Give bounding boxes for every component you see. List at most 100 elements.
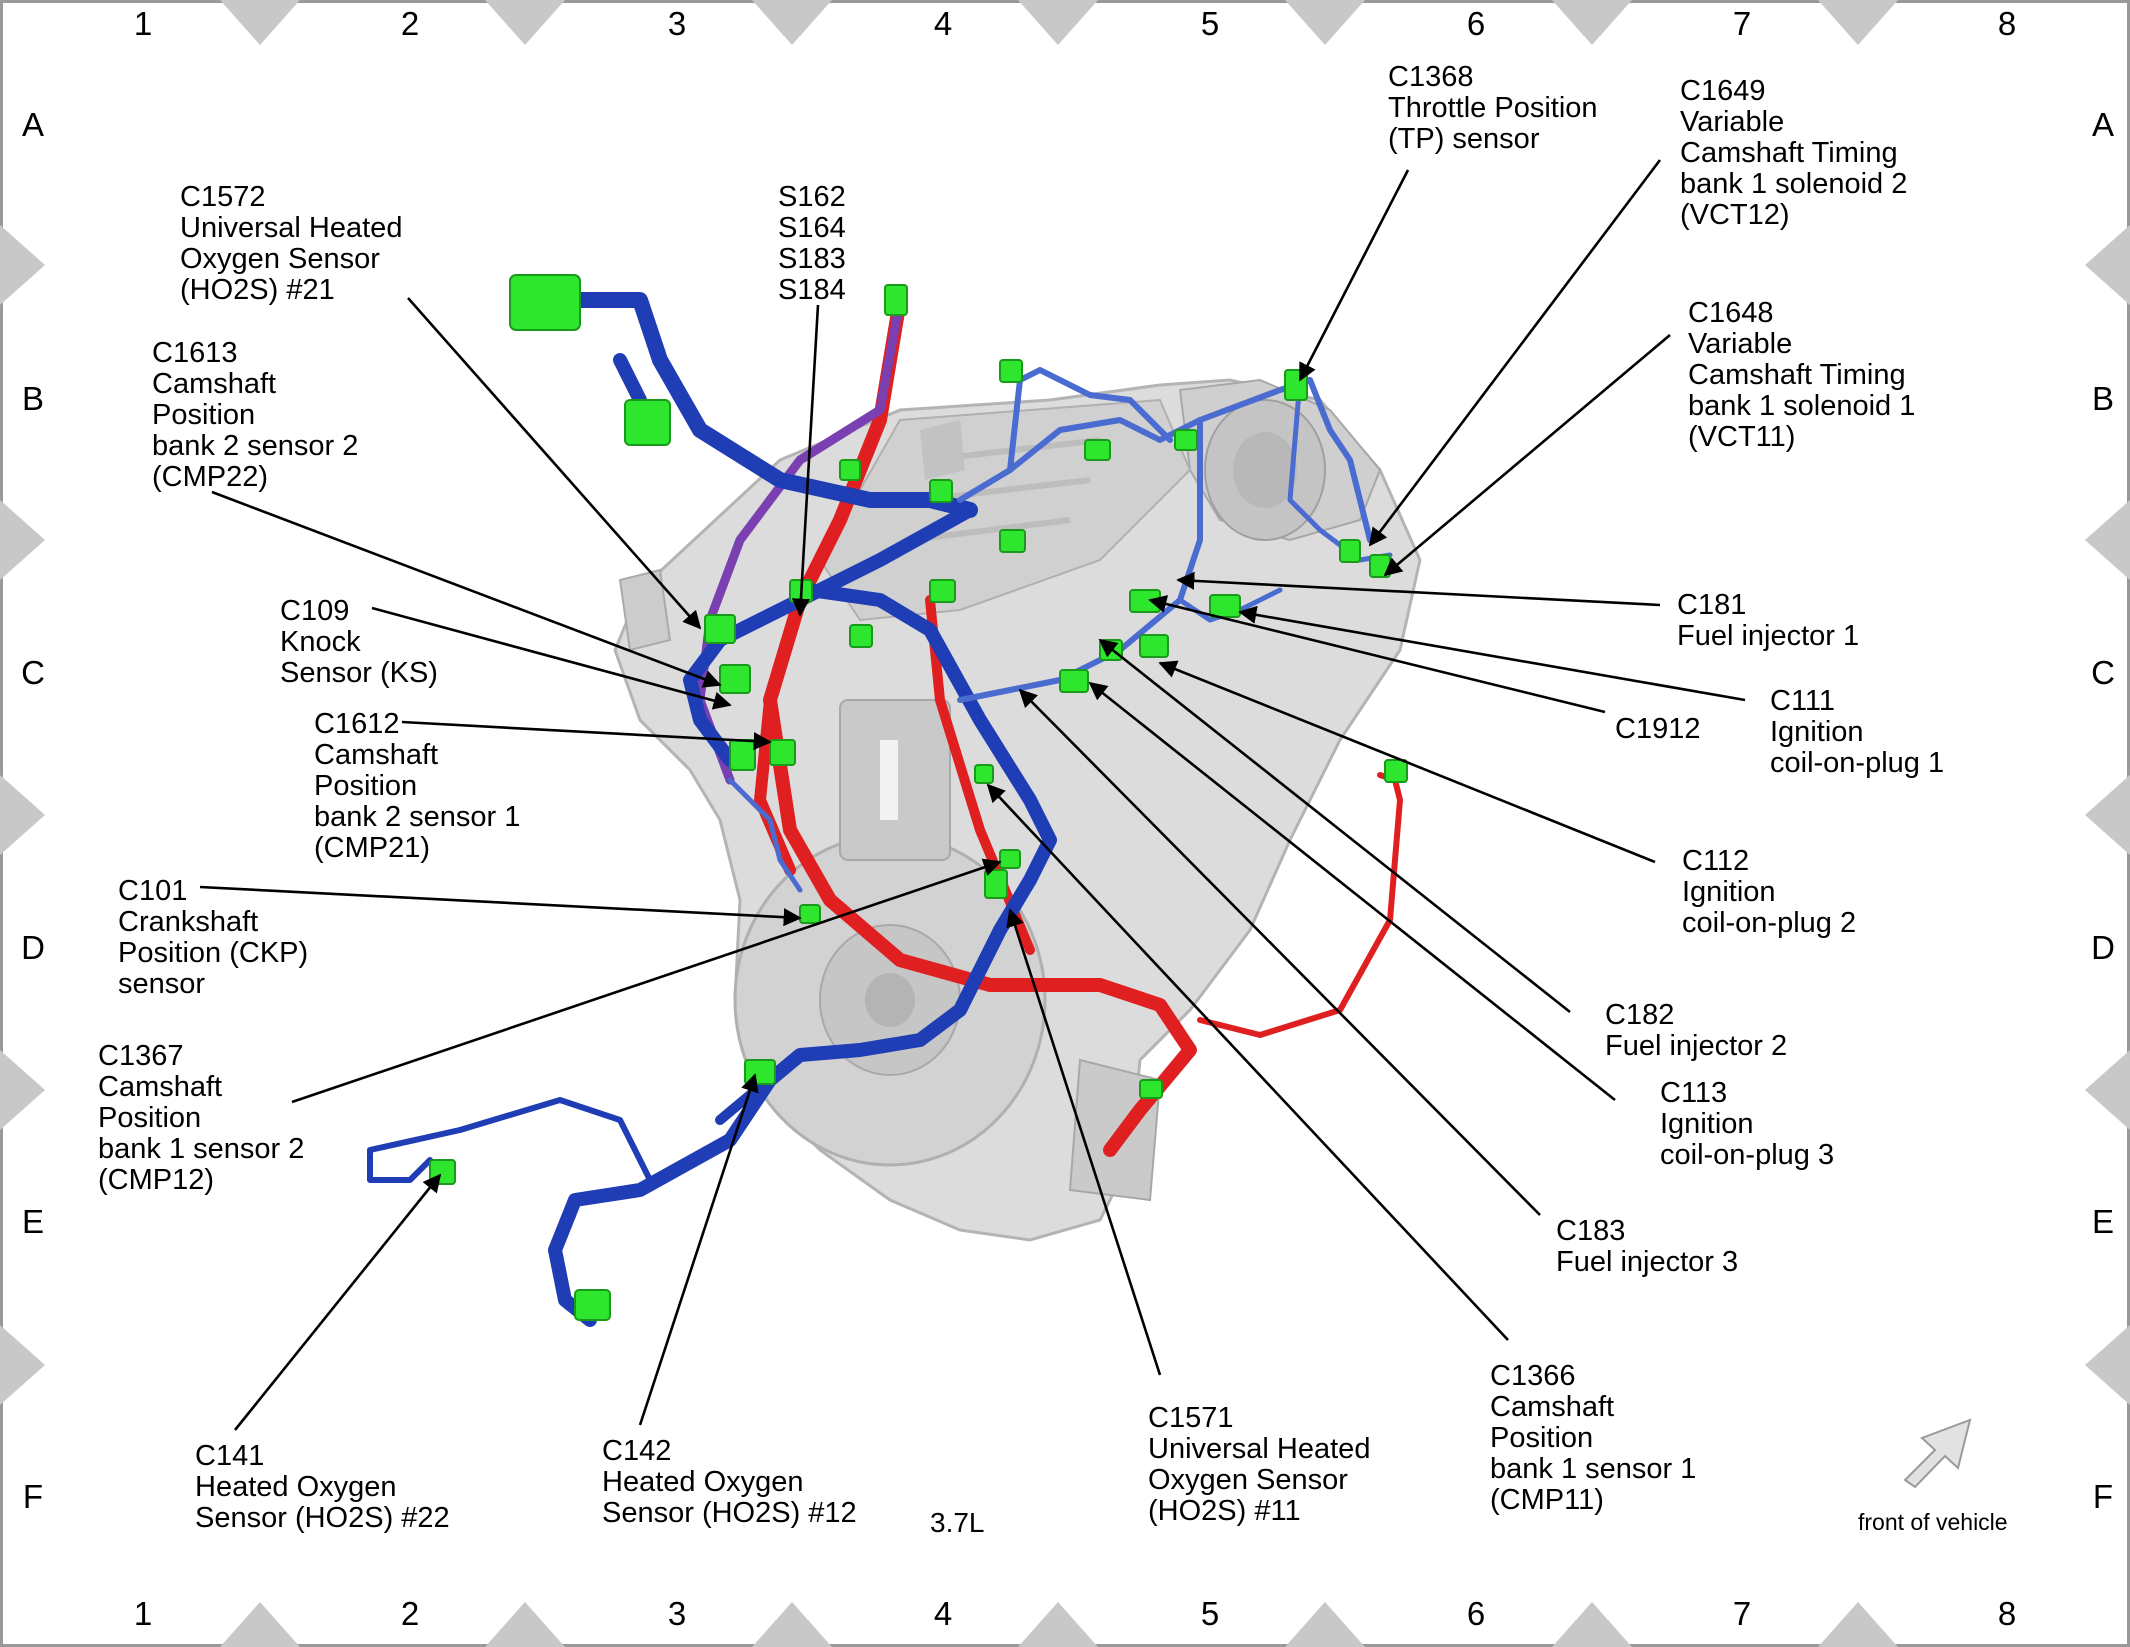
grid-row-label-right: A bbox=[2092, 106, 2114, 143]
leader-lines bbox=[199, 159, 1746, 1431]
callout-description-line: coil-on-plug 2 bbox=[1682, 907, 1856, 939]
harness-connectors bbox=[429, 274, 1408, 1321]
callout-description-line: Ignition bbox=[1660, 1108, 1754, 1140]
callout-description-line: Fuel injector 3 bbox=[1556, 1246, 1738, 1278]
callout-description-line: Position (CKP) bbox=[118, 937, 308, 969]
callout-description-line: bank 1 solenoid 2 bbox=[1680, 168, 1907, 200]
grid-row-label-left: B bbox=[22, 380, 44, 417]
callout-description-line: Ignition bbox=[1682, 876, 1776, 908]
callout-connector-id: C113 bbox=[1660, 1077, 1727, 1109]
connector-block bbox=[999, 359, 1023, 383]
callout-connector-id: C1648 bbox=[1688, 297, 1773, 329]
callout-connector-id: C109 bbox=[280, 595, 349, 627]
connector-block bbox=[729, 739, 756, 771]
callout-description-line: bank 1 solenoid 1 bbox=[1688, 390, 1915, 422]
connector-block bbox=[1209, 594, 1241, 618]
grid-row-label-left: E bbox=[22, 1203, 44, 1240]
callout-description-line: bank 1 sensor 1 bbox=[1490, 1453, 1696, 1485]
connector-block bbox=[744, 1059, 776, 1085]
grid-column-label-top: 5 bbox=[1201, 5, 1219, 42]
callout-description-line: (HO2S) #11 bbox=[1148, 1495, 1301, 1527]
connector-block bbox=[574, 1289, 611, 1321]
callout-description-line: Position bbox=[152, 399, 255, 431]
callout-description-line: Universal Heated bbox=[180, 212, 402, 244]
callout-description-line: Position bbox=[314, 770, 417, 802]
callout-connector-id: S162 bbox=[778, 181, 846, 213]
callout-connector-id: C1571 bbox=[1148, 1402, 1233, 1434]
callout-description-line: Position bbox=[1490, 1422, 1593, 1454]
connector-block bbox=[884, 284, 908, 316]
grid-column-label-bottom: 1 bbox=[134, 1595, 152, 1632]
callout-description-line: (VCT12) bbox=[1680, 199, 1790, 231]
connector-block bbox=[849, 624, 873, 648]
callout-description-line: S184 bbox=[778, 274, 846, 306]
callout-c1912: C1912 bbox=[1615, 713, 1700, 745]
callout-connector-id: C1366 bbox=[1490, 1360, 1575, 1392]
front-of-vehicle-label: front of vehicle bbox=[1858, 1509, 2008, 1535]
grid-column-label-top: 8 bbox=[1998, 5, 2016, 42]
callout-description-line: Sensor (HO2S) #22 bbox=[195, 1502, 450, 1534]
callout-connector-id: C111 bbox=[1770, 685, 1835, 717]
callout-connector-id: C1368 bbox=[1388, 61, 1473, 93]
grid-column-label-bottom: 4 bbox=[934, 1595, 952, 1632]
engine-label: 3.7L bbox=[930, 1507, 985, 1538]
grid-row-label-left: D bbox=[21, 929, 45, 966]
grid-column-label-top: 1 bbox=[134, 5, 152, 42]
callout-description-line: coil-on-plug 1 bbox=[1770, 747, 1944, 779]
grid-column-label-top: 4 bbox=[934, 5, 952, 42]
callout-connector-id: C112 bbox=[1682, 845, 1749, 877]
callout-description-line: Variable bbox=[1680, 106, 1784, 138]
callout-description-line: (HO2S) #21 bbox=[180, 274, 335, 306]
callout-description-line: Position bbox=[98, 1102, 201, 1134]
callout-description-line: sensor bbox=[118, 968, 205, 1000]
callout-description-line: Sensor (HO2S) #12 bbox=[602, 1497, 857, 1529]
callout-description-line: Camshaft bbox=[152, 368, 276, 400]
grid-row-label-right: C bbox=[2091, 654, 2115, 691]
connector-block bbox=[704, 614, 736, 644]
connector-block bbox=[839, 459, 861, 481]
callout-description-line: bank 1 sensor 2 bbox=[98, 1133, 304, 1165]
callout-description-line: (CMP11) bbox=[1490, 1484, 1604, 1516]
callout-description-line: Knock bbox=[280, 626, 361, 658]
callout-connector-id: C1912 bbox=[1615, 713, 1700, 745]
grid-column-label-top: 6 bbox=[1467, 5, 1485, 42]
callout-description-line: bank 2 sensor 2 bbox=[152, 430, 358, 462]
callout-description-line: S164 bbox=[778, 212, 846, 244]
callout-description-line: Oxygen Sensor bbox=[1148, 1464, 1348, 1496]
callout-description-line: Oxygen Sensor bbox=[180, 243, 380, 275]
callout-description-line: (CMP21) bbox=[314, 832, 430, 864]
grid-column-label-bottom: 8 bbox=[1998, 1595, 2016, 1632]
connector-block bbox=[509, 274, 581, 331]
connector-block bbox=[999, 849, 1021, 869]
connector-block bbox=[984, 869, 1008, 899]
callout-description-line: Camshaft Timing bbox=[1680, 137, 1898, 169]
callout-description-line: Universal Heated bbox=[1148, 1433, 1370, 1465]
grid-column-label-top: 7 bbox=[1733, 5, 1751, 42]
grid-row-label-left: C bbox=[21, 654, 45, 691]
connector-block bbox=[1339, 539, 1361, 563]
callout-description-line: (TP) sensor bbox=[1388, 123, 1540, 155]
grid-column-label-top: 3 bbox=[668, 5, 686, 42]
callout-connector-id: C183 bbox=[1556, 1215, 1625, 1247]
connector-block bbox=[1139, 1079, 1163, 1099]
connector-block bbox=[1384, 759, 1408, 783]
connector-block bbox=[929, 479, 953, 503]
callout-description-line: Crankshaft bbox=[118, 906, 258, 938]
callout-connector-id: C181 bbox=[1677, 589, 1746, 621]
connector-block bbox=[1139, 634, 1169, 658]
callout-description-line: Camshaft Timing bbox=[1688, 359, 1906, 391]
